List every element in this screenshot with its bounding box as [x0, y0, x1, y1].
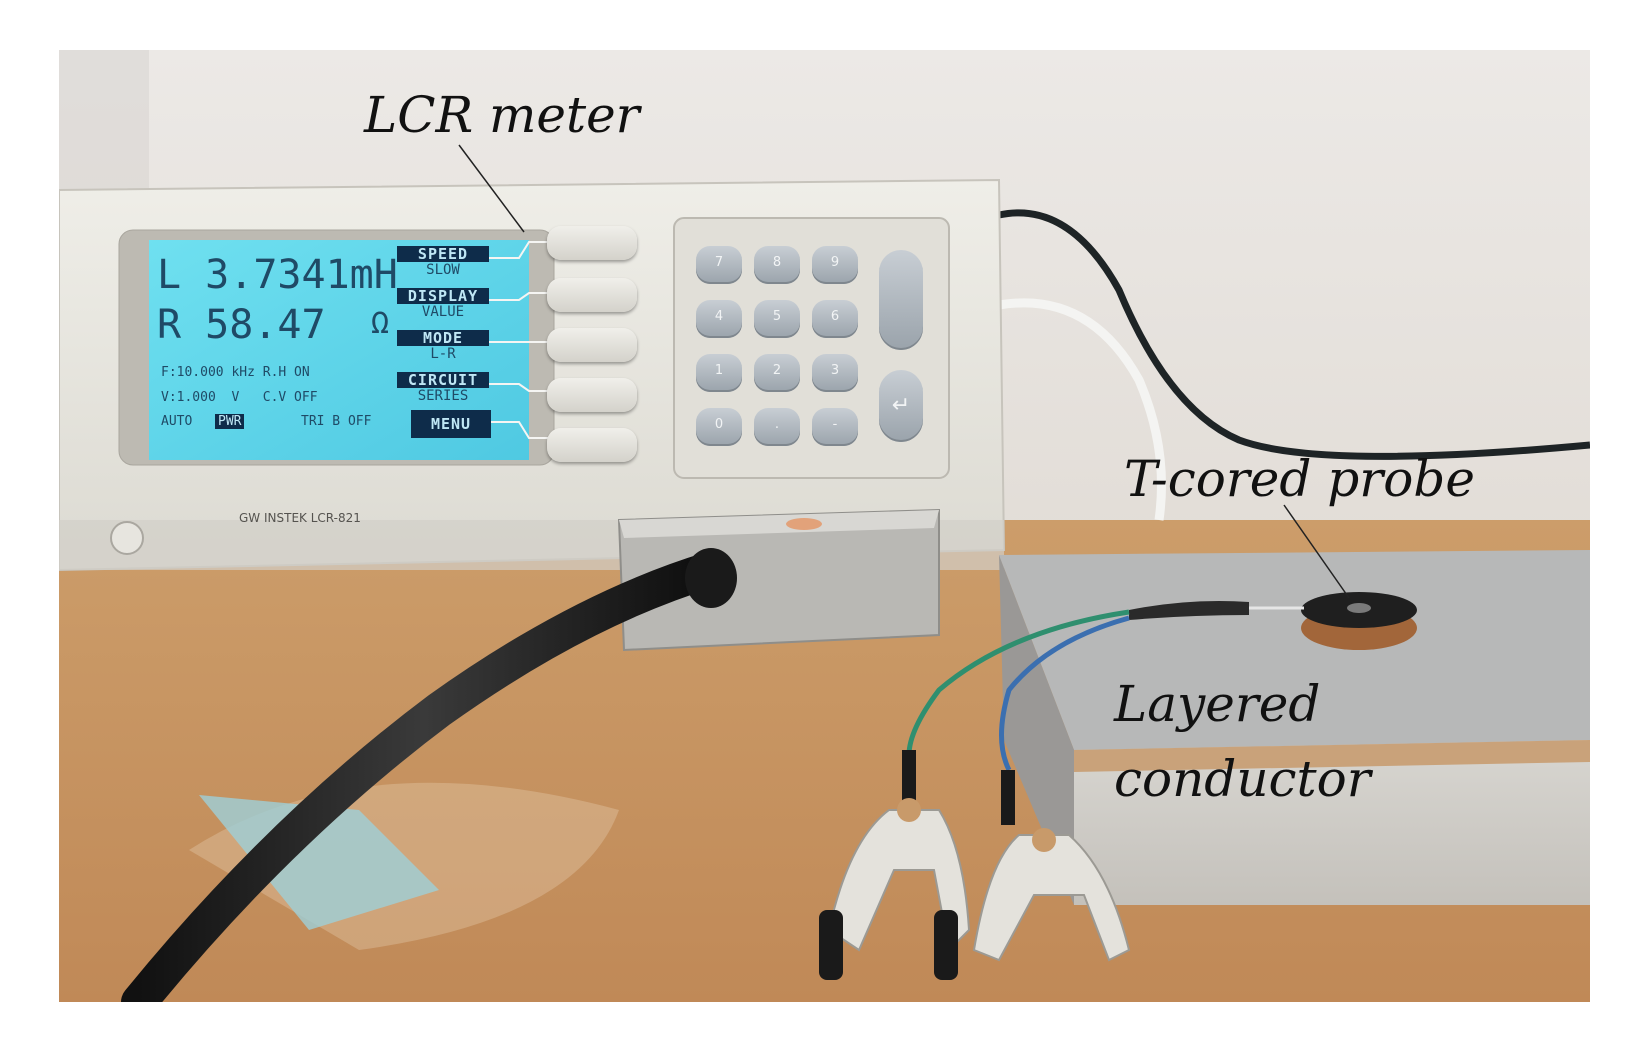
softlabel-speed-value: SLOW: [426, 262, 460, 278]
keypad-key: 6: [812, 300, 858, 338]
crocodile-clip-right: [972, 828, 1131, 962]
lcd-mode-auto: AUTO: [161, 414, 193, 429]
softlabel-circuit-value: SERIES: [417, 388, 469, 404]
lcd-ohm-unit: Ω: [371, 306, 390, 341]
keypad-key: 7: [696, 246, 742, 284]
lcd-trigger: TRI B OFF: [301, 414, 372, 429]
softkey-2: [547, 278, 637, 312]
keypad-key: 4: [696, 300, 742, 338]
layered-conductor-top: [999, 550, 1590, 750]
keypad-key: 9: [812, 246, 858, 284]
softkey-1: [547, 226, 637, 260]
leader-lcr: [458, 144, 525, 233]
keypad-key: 2: [754, 354, 800, 392]
enter-key: ↵: [879, 370, 923, 442]
power-button: [110, 521, 144, 555]
crocodile-clip-left: [819, 798, 971, 980]
lcd-inductance: L 3.7341mH: [157, 252, 398, 298]
layered-conductor-side: [1074, 740, 1590, 905]
power-cable: [998, 209, 1590, 460]
softlabel-mode-value: L-R: [430, 346, 456, 362]
lab-scene: GW INSTEK LCR-821: [59, 50, 1590, 1002]
keypad-key: 3: [812, 354, 858, 392]
lcd-frequency: F:10.000 kHz R.H ON: [161, 365, 310, 380]
label-lcr-meter: LCR meter: [364, 86, 640, 144]
keypad-key: 1: [696, 354, 742, 392]
lcd-resistance: R 58.47: [157, 302, 326, 348]
start-key: [879, 250, 923, 350]
brand-text: GW INSTEK LCR-821: [239, 511, 361, 525]
softlabel-mode: MODE: [397, 330, 489, 346]
lcd-mode-pwr: PWR: [215, 414, 245, 429]
lcd-voltage: V:1.000 V C.V OFF: [161, 390, 318, 405]
green-wire: [906, 609, 1130, 756]
softlabel-speed: SPEED: [397, 246, 489, 262]
softlabel-menu: MENU: [411, 410, 491, 438]
keypad-key: 5: [754, 300, 800, 338]
softkey-5: [547, 428, 637, 462]
keypad-key: 0: [696, 408, 742, 446]
label-conductor: conductor: [1114, 750, 1371, 808]
blue-plastic: [199, 795, 439, 930]
fixture-cable: [121, 552, 727, 1002]
keypad-key: .: [754, 408, 800, 446]
softkey-3: [547, 328, 637, 362]
label-t-cored-probe: T-cored probe: [1124, 450, 1475, 508]
label-layered: Layered: [1114, 675, 1321, 733]
keypad-key: 8: [754, 246, 800, 284]
softlabel-display: DISPLAY: [397, 288, 489, 304]
photo: GW INSTEK LCR-821: [59, 50, 1590, 1002]
leader-probe: [1283, 504, 1350, 599]
keypad-key: -: [812, 408, 858, 446]
blue-wire: [999, 615, 1130, 772]
softlabel-display-value: VALUE: [421, 304, 465, 320]
softkey-4: [547, 378, 637, 412]
softlabel-circuit: CIRCUIT: [397, 372, 489, 388]
